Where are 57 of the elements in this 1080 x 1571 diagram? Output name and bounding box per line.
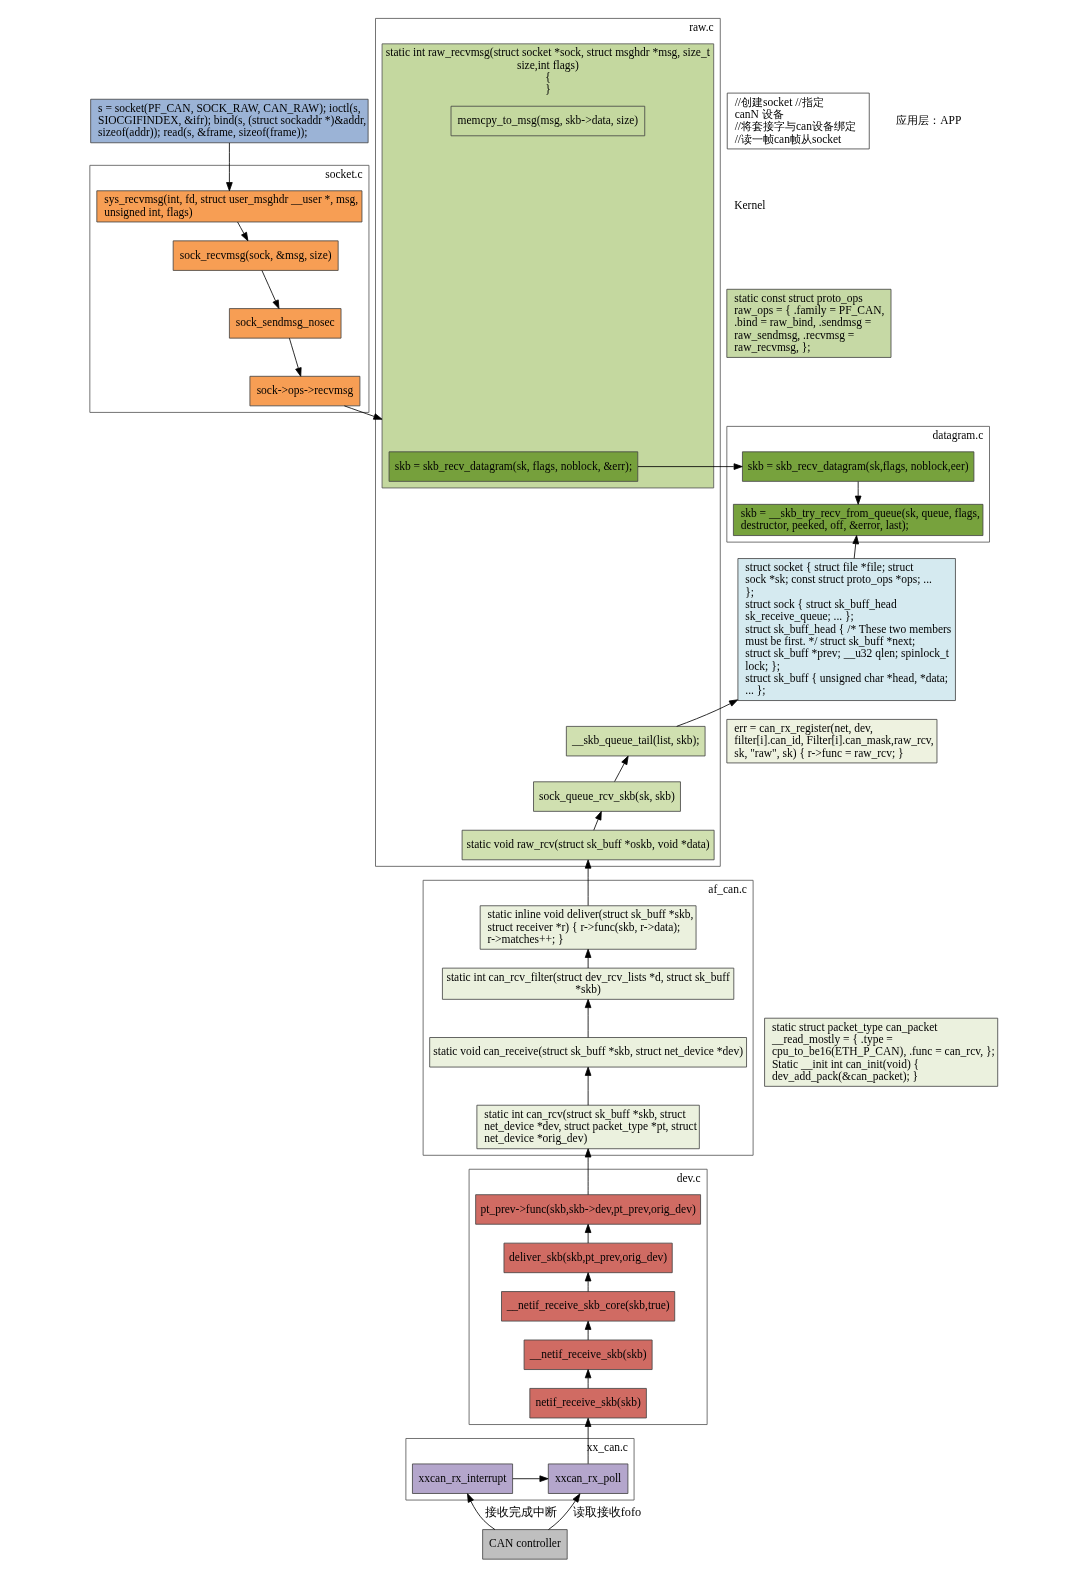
node-box: memcpy_to_msg(msg, skb->data, size) [450,105,645,137]
node-box: deliver_skb(skb,pt_prev,orig_dev) [503,1242,673,1274]
node-box: netif_receive_skb(skb) [528,1388,647,1419]
node-box: s = socket(PF_CAN, SOCK_RAW, CAN_RAW); ioctl(s, SIOCGIFINDEX, &ifr); bind(s, (struct sockaddr *)&addr, sizeof(addr)); read(s, &frame, sizeof(frame)); [89,98,369,144]
node-box: CAN controller [481,1529,568,1560]
arrow [236,221,248,242]
node-box: sock_sendmsg_nosec [228,308,341,339]
arrow [225,142,233,192]
node-box: sock_recvmsg(sock, &msg, size) [172,240,339,271]
node-box: sys_recvmsg(int, fd, struct user_msghdr __user *, msg, unsigned int, flags) [95,190,362,223]
node-box: struct socket { struct file *file; struct sock *sk; const struct proto_ops *ops; ... }; struct sock { struct sk_buff_head sk_receive_queue; ... }; struct sk_buff_head { /* These two members must be first. */ struct sk_buff *next; struct sk_buff *prev; __u32 qlen; spinlock_t lock; }; struct sk_buff { unsigned char *head, *data; ... }; [737,558,956,701]
node-box: skb = skb_recv_datagram(sk, flags, noblock, &err); [388,451,638,482]
label: Kernel [733,199,765,212]
arrow [547,1493,580,1530]
arrow [675,699,738,727]
arrow [613,755,629,782]
arrow [584,1272,591,1292]
node-box: xxcan_rx_interrupt [411,1463,513,1494]
node-box: err = can_rx_register(net, dev, filter[i].can_id, Filter[i].can_mask,raw_rcv, sk, "raw", sk) { r->func = raw_rcv; } [725,719,937,764]
arrow [584,1417,591,1465]
arrow [637,463,743,470]
arrow [466,1493,495,1530]
arrow [511,1475,548,1482]
arrow [584,859,591,906]
node-box: static inline void deliver(struct sk_buff *skb, struct receiver *r) { r->func(skb, r->data); r->matches++; } [479,905,696,950]
arrow [343,405,382,420]
node-box: __netif_receive_skb(skb) [523,1339,653,1370]
arrow [288,337,302,377]
node-box: static int can_rcv(struct sk_buff *skb, struct net_device *dev, struct packet_type *pt, struct net_device *orig_dev) [475,1104,700,1150]
label: 应用层：APP [895,114,961,127]
node-box: static void can_receive(struct sk_buff *skb, struct net_device *dev) [428,1037,747,1068]
node-box: pt_prev->func(skb,skb->dev,pt_prev,orig_dev) [474,1194,701,1225]
arrow [584,999,591,1038]
arrow [584,1066,591,1106]
arrow [584,948,591,969]
arrow [851,535,859,559]
arrow [584,1223,591,1244]
node-box: xxcan_rx_poll [547,1463,628,1494]
node-box: static void raw_rcv(struct sk_buff *oskb, void *data) [461,829,714,861]
node-box: static const struct proto_ops raw_ops = { .family = PF_CAN, .bind = raw_bind, .sendmsg = raw_sendmsg, .recvmsg = raw_recvmsg, }; [725,288,891,358]
edge-label: 接收完成中断 [484,1505,557,1520]
arrow [261,270,279,309]
edge-label: 读取接收fofo [572,1505,641,1520]
node-box: //创建socket //指定 canN 设备 //将套接字与can设备绑定 //读一帧can帧从socket [726,92,870,150]
arrow [584,1369,591,1389]
node-box: static struct packet_type can_packet __read_mostly = { .type = cpu_to_be16(ETH_P_CAN), .func = can_rcv, }; Static __init int can_init(void) { dev_add_pack(&can_packet); } [763,1017,998,1087]
node-box: skb = __skb_try_recv_from_queue(sk, queue, flags, destructor, peeked, off, &error, last); [732,503,983,536]
arrow [592,811,602,831]
arrow [854,481,861,505]
node-box: skb = skb_recv_datagram(sk,flags, noblock,eer) [741,451,974,482]
node-box: sock_queue_rcv_skb(sk, skb) [532,781,681,812]
node-box: __netif_receive_skb_core(skb,true) [500,1291,675,1322]
arrow [584,1320,591,1341]
node-box: sock->ops->recvmsg [249,375,360,407]
node-box: static int can_rcv_filter(struct dev_rcv_lists *d, struct sk_buff *skb) [441,967,734,1000]
node-box: __skb_queue_tail(list, skb); [565,726,705,757]
arrow [584,1148,591,1195]
